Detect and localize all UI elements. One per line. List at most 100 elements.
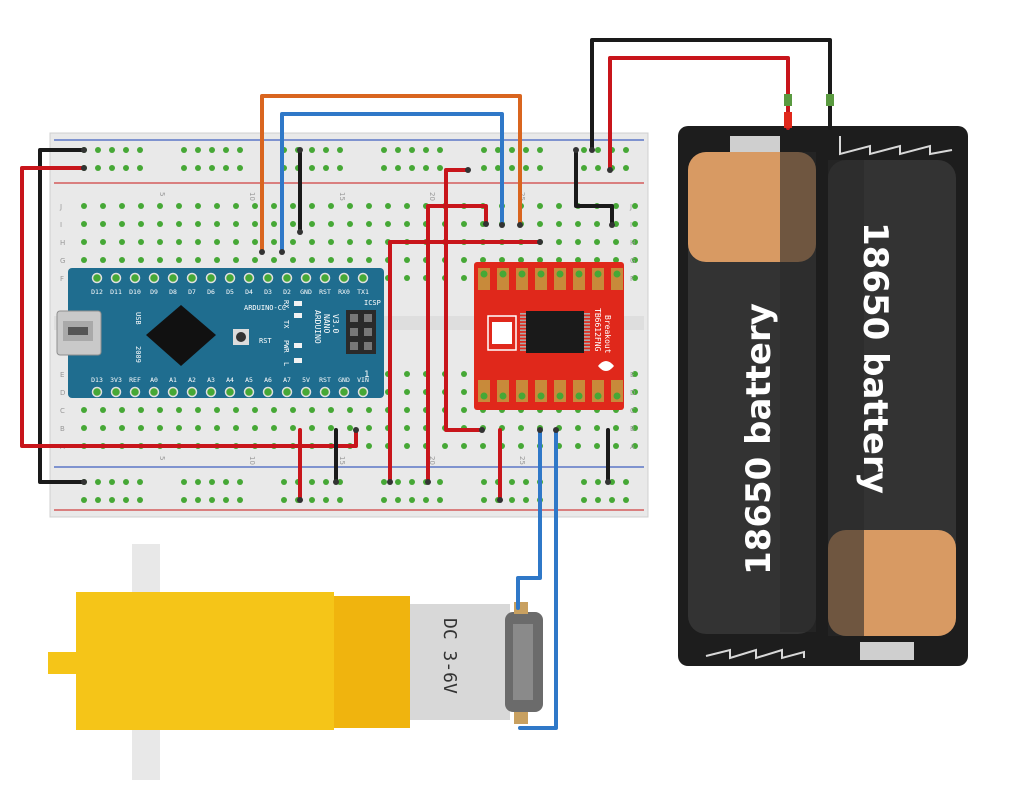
arduino-bottom-pin [262, 386, 274, 398]
arduino-bottom-pin [167, 386, 179, 398]
battery-1: 18650 battery [688, 152, 816, 634]
arduino-top-pin [91, 272, 103, 284]
wire-end [81, 479, 87, 485]
chip-leg [520, 326, 526, 328]
reset-button [236, 332, 246, 342]
strip-hole [461, 407, 467, 413]
rail-hole [395, 147, 401, 153]
strip-hole [328, 239, 334, 245]
rail-hole [109, 165, 115, 171]
strip-hole [575, 221, 581, 227]
rail-hole [223, 165, 229, 171]
rail-hole [181, 479, 187, 485]
strip-hole [214, 221, 220, 227]
arduino-bottom-pin [91, 386, 103, 398]
positive-lead-tip-green [784, 94, 792, 106]
rail-hole [123, 147, 129, 153]
chip-leg [520, 332, 526, 335]
row-letter-right: G [630, 257, 635, 265]
motor-wire-b [518, 428, 558, 730]
row-letter-left: D [60, 389, 65, 397]
strip-hole [461, 257, 467, 263]
rail-hole [409, 165, 415, 171]
row-letter-right: I [630, 221, 632, 229]
strip-hole [461, 371, 467, 377]
rail-hole [623, 165, 629, 171]
arduino-top-pin [129, 272, 141, 284]
strip-hole [461, 389, 467, 395]
column-number-top: 10 [248, 192, 256, 201]
strip-hole [195, 425, 201, 431]
rail-hole [195, 147, 201, 153]
rail-hole [309, 497, 315, 503]
strip-hole [214, 239, 220, 245]
positive-lead-tip [784, 112, 792, 128]
arduino-top-pin [357, 272, 369, 284]
icsp-header [346, 310, 376, 354]
rail-hole [181, 165, 187, 171]
arduino-top-pin-label: D12 [91, 288, 103, 296]
rail-hole [95, 479, 101, 485]
wire-end [465, 167, 471, 173]
battery-1-shade [780, 152, 816, 632]
rail-hole [581, 147, 587, 153]
strip-hole [613, 257, 619, 263]
row-letter-left: B [60, 425, 65, 433]
strip-hole [252, 239, 258, 245]
wire-end [259, 249, 265, 255]
wire-end [537, 427, 543, 433]
strip-hole [138, 239, 144, 245]
strip-hole [347, 257, 353, 263]
holder-top-clip-left [730, 136, 780, 152]
rail-hole [237, 497, 243, 503]
arduino-bottom-pin-label: A3 [207, 376, 215, 384]
year-label: 2009 [134, 346, 142, 363]
battery-negative-lead [590, 38, 832, 152]
strip-hole [252, 407, 258, 413]
row-letter-right: J [629, 203, 632, 211]
chip-leg [520, 336, 526, 338]
rail-hole [109, 479, 115, 485]
wire-end [605, 479, 611, 485]
arduino-top-pin-label: D5 [226, 288, 234, 296]
wire-end [425, 479, 431, 485]
strip-hole [100, 239, 106, 245]
column-number-bottom: 10 [248, 456, 256, 465]
strip-hole [575, 239, 581, 245]
strip-hole [347, 221, 353, 227]
holder-spring-bottom [705, 648, 805, 660]
rail-hole [137, 147, 143, 153]
strip-hole [575, 425, 581, 431]
arduino-version-label: V3.0 [331, 314, 340, 333]
rst-label: RST [259, 337, 272, 345]
holder-spring-top [839, 136, 953, 156]
strip-hole [556, 239, 562, 245]
strip-hole [100, 203, 106, 209]
strip-hole [537, 203, 543, 209]
strip-hole [138, 407, 144, 413]
strip-hole [632, 371, 638, 377]
strip-hole [290, 257, 296, 263]
strip-hole [404, 443, 410, 449]
pwr-led [294, 343, 302, 348]
strip-hole [195, 239, 201, 245]
chip-leg [584, 322, 590, 325]
rail-hole [481, 165, 487, 171]
rail-hole [395, 497, 401, 503]
motor-gearbox [76, 592, 334, 730]
arduino-name-label: ARDUINO [313, 310, 322, 344]
rail-hole [281, 479, 287, 485]
rail-hole [523, 165, 529, 171]
rail-hole [481, 479, 487, 485]
strip-hole [632, 221, 638, 227]
strip-hole [157, 257, 163, 263]
arduino-top-pin-label: D6 [207, 288, 215, 296]
rail-hole [209, 479, 215, 485]
arduino-top-pin-label: D10 [129, 288, 141, 296]
driver-sub-label: Breakout [603, 315, 612, 354]
strip-hole [366, 425, 372, 431]
rail-hole [409, 147, 415, 153]
strip-hole [81, 257, 87, 263]
driver-top-pin-hole [594, 270, 602, 278]
